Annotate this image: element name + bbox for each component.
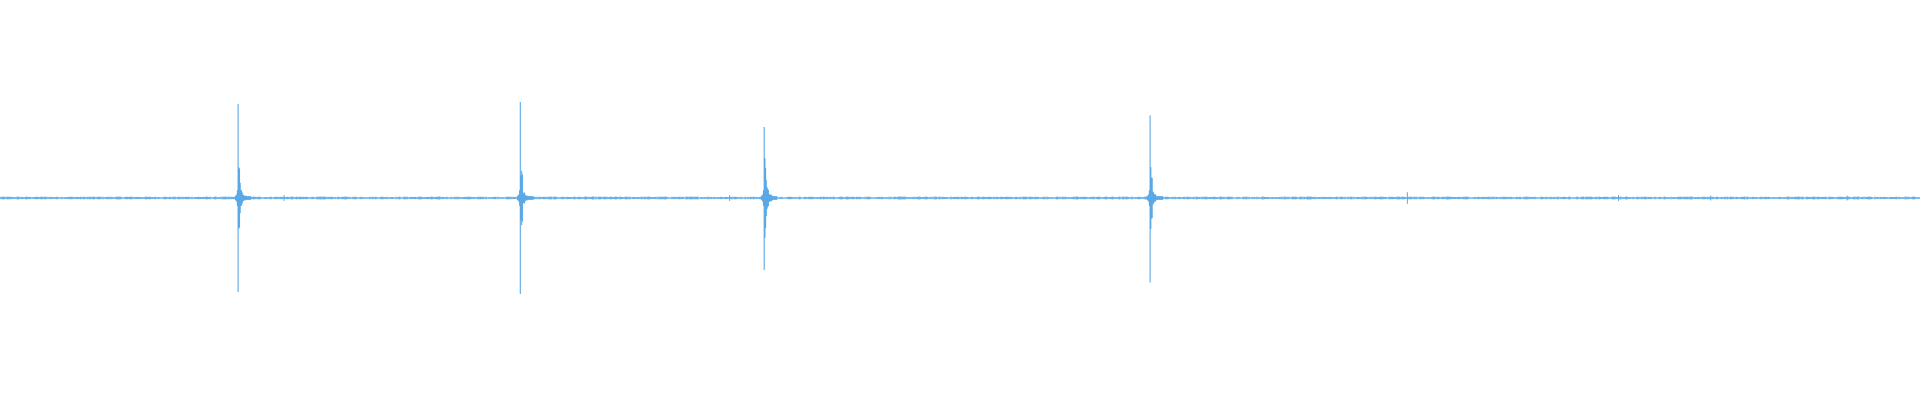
waveform-peak xyxy=(516,102,534,294)
waveform-peak xyxy=(760,127,778,270)
waveform-peak xyxy=(1146,115,1164,283)
waveform-noise xyxy=(0,196,1920,200)
waveform-signal xyxy=(0,102,1920,294)
waveform-peak xyxy=(234,103,252,293)
